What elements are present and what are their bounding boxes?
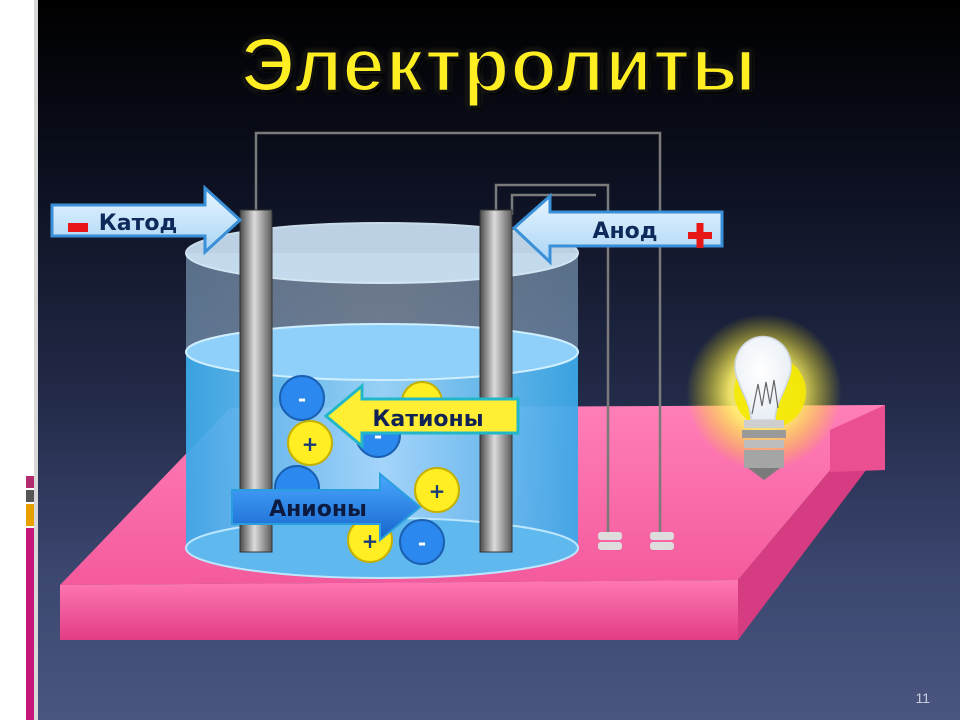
cations-arrow: Катионы bbox=[323, 382, 520, 450]
svg-text:+: + bbox=[302, 432, 319, 456]
decor-bar bbox=[26, 504, 34, 526]
wire-terminals bbox=[598, 532, 674, 550]
svg-text:-: - bbox=[298, 387, 306, 411]
anode-label: Анод bbox=[592, 219, 657, 244]
margin-line bbox=[34, 0, 38, 720]
slide-title: Электролиты bbox=[239, 22, 758, 110]
cathode-label: Катод bbox=[99, 211, 177, 236]
svg-text:-: - bbox=[418, 531, 426, 555]
decor-bar bbox=[26, 476, 34, 488]
minus-sign-icon bbox=[68, 223, 88, 232]
plus-sign-icon bbox=[688, 223, 712, 248]
anode-arrow: Анод bbox=[511, 192, 724, 266]
ion-positive: + bbox=[287, 420, 333, 466]
svg-text:+: + bbox=[429, 479, 446, 503]
anions-arrow: Анионы bbox=[231, 471, 422, 543]
wire-icon bbox=[254, 131, 662, 540]
anode-plate bbox=[479, 209, 513, 553]
ion-positive: + bbox=[414, 467, 460, 513]
ion-negative: - bbox=[279, 375, 325, 421]
decor-bar bbox=[26, 528, 34, 720]
slide-margin bbox=[0, 0, 38, 720]
cations-label: Катионы bbox=[372, 407, 483, 432]
anions-label: Анионы bbox=[269, 497, 367, 522]
page-number: 11 bbox=[915, 690, 930, 706]
platform-front bbox=[60, 580, 738, 640]
light-bulb-icon bbox=[686, 314, 842, 480]
cathode-arrow: Катод bbox=[50, 184, 243, 256]
svg-text:-: - bbox=[374, 424, 382, 448]
decor-bar bbox=[26, 490, 34, 502]
ion-negative: - bbox=[399, 519, 445, 565]
svg-text:+: + bbox=[362, 529, 379, 553]
platform-edge bbox=[830, 405, 885, 472]
